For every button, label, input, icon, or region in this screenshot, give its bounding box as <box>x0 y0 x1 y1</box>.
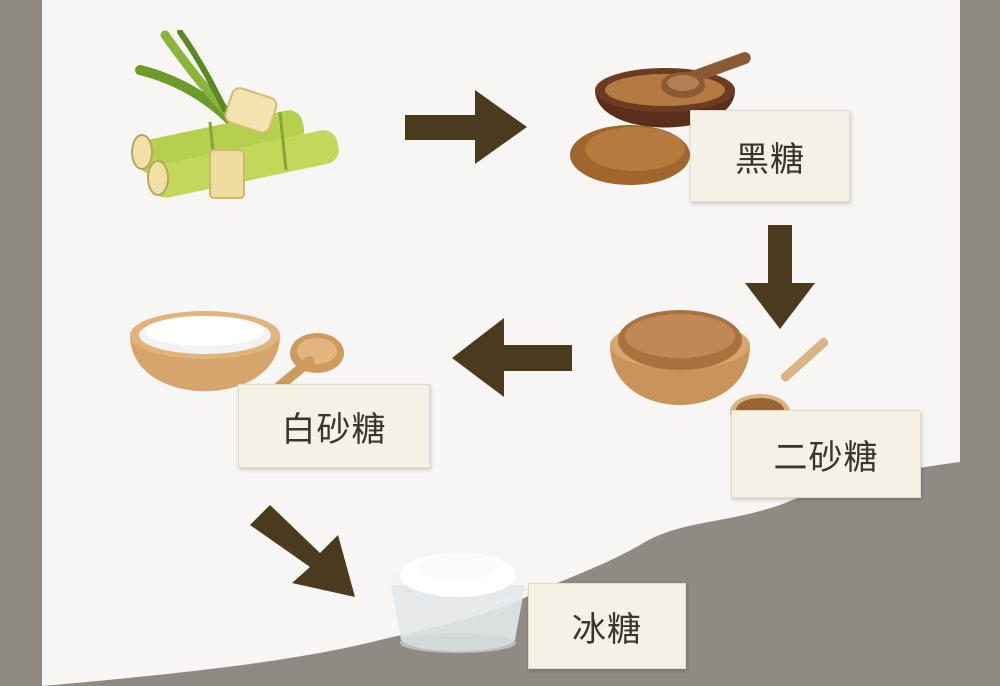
label-ershatang: 二砂糖 <box>731 410 921 498</box>
arrow-left-icon <box>452 318 572 397</box>
arrow-right-icon <box>405 90 527 164</box>
arrow-down-right-icon <box>250 505 355 597</box>
arrow-down-icon <box>745 225 815 329</box>
rock-sugar-bowl-icon <box>390 553 526 653</box>
white-sugar-bowl-icon <box>130 311 344 418</box>
label-heitang: 黑糖 <box>690 110 850 202</box>
sugarcane-icon <box>131 30 339 199</box>
label-bingtang: 冰糖 <box>528 583 686 669</box>
label-baishatang: 白砂糖 <box>238 384 430 468</box>
